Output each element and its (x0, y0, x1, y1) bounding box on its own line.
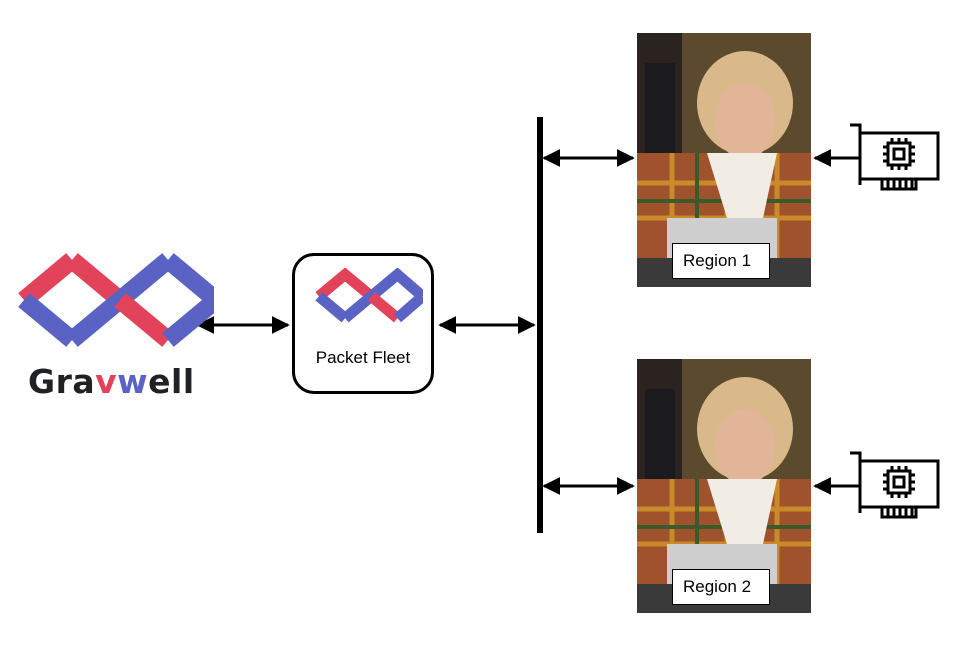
region-1-label: Region 1 (672, 243, 770, 279)
region-2-label: Region 2 (672, 569, 770, 605)
gravwell-logo-text: Gravwell (28, 362, 195, 401)
region-2-image: Region 2 (637, 359, 811, 613)
network-card-icon (850, 451, 940, 519)
region-1-image: Region 1 (637, 33, 811, 287)
packet-fleet-node (292, 253, 434, 394)
packet-fleet-label: Packet Fleet (315, 348, 411, 367)
gravwell-logo-icon (18, 253, 214, 347)
packet-fleet-logo-icon (315, 268, 423, 323)
network-card-icon (850, 123, 940, 191)
